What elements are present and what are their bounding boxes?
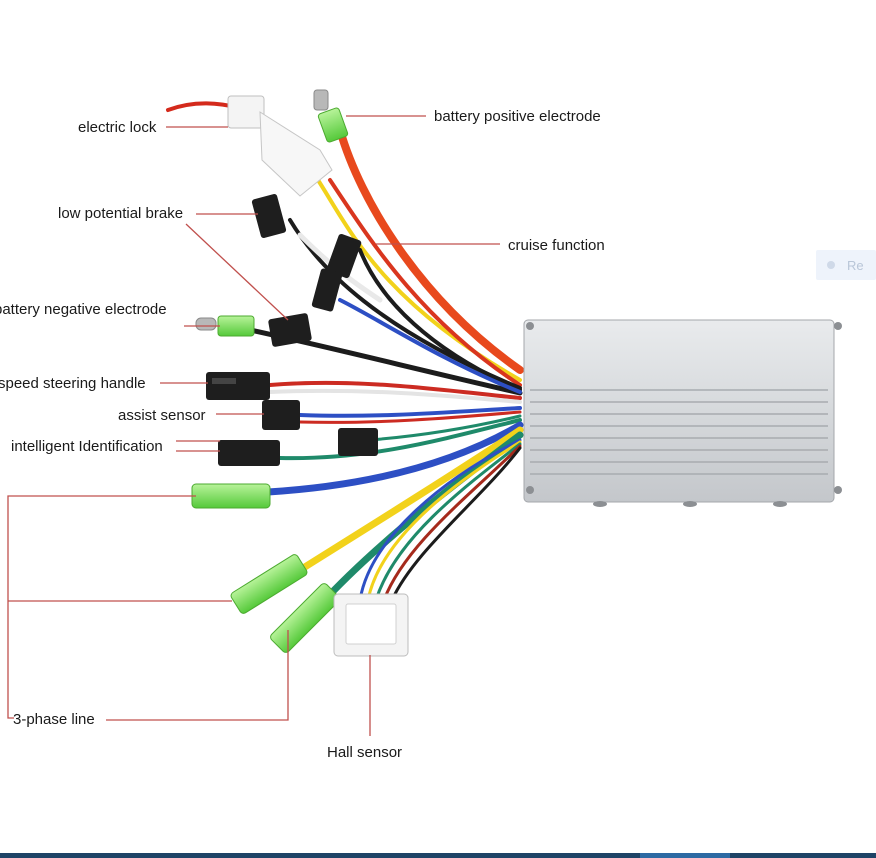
phase-terminal-green [270, 583, 340, 653]
intelligent-id-connector-right [338, 428, 378, 456]
connectors [191, 89, 409, 657]
phase-terminal-yellow [230, 554, 308, 614]
battery-negative-terminal [195, 315, 255, 337]
label-speed-steering-handle: speed steering handle [0, 375, 146, 392]
battery-positive-terminal [313, 89, 349, 143]
label-three-phase-line: 3-phase line [13, 711, 95, 728]
label-cruise-function: cruise function [508, 237, 605, 254]
phase-terminal-blue [191, 483, 271, 509]
label-hall-sensor: Hall sensor [327, 744, 402, 761]
brake-connectors [251, 193, 362, 347]
wire-bundle [166, 101, 524, 609]
bottom-bar [0, 853, 876, 858]
label-battery-positive: battery positive electrode [434, 108, 601, 125]
dot-icon [827, 261, 835, 269]
label-low-potential-brake: low potential brake [58, 205, 183, 222]
side-chip[interactable]: Re [816, 250, 876, 280]
controller-housing [523, 319, 842, 507]
intelligent-id-connector-left [218, 440, 280, 466]
assist-sensor-connector [262, 400, 300, 430]
bottom-bar-accent [640, 853, 730, 858]
label-battery-negative: battery negative electrode [0, 301, 167, 318]
label-electric-lock: electric lock [78, 119, 157, 136]
hall-sensor-connector [333, 593, 409, 657]
leader-lines [7, 115, 500, 736]
electric-lock-connector [227, 95, 333, 197]
steering-handle-connector [206, 372, 270, 400]
labels: electric lock battery positive electrode… [0, 108, 605, 761]
label-assist-sensor: assist sensor [118, 407, 206, 424]
label-intelligent-identification: intelligent Identification [11, 438, 163, 455]
side-chip-text: Re [847, 257, 864, 273]
